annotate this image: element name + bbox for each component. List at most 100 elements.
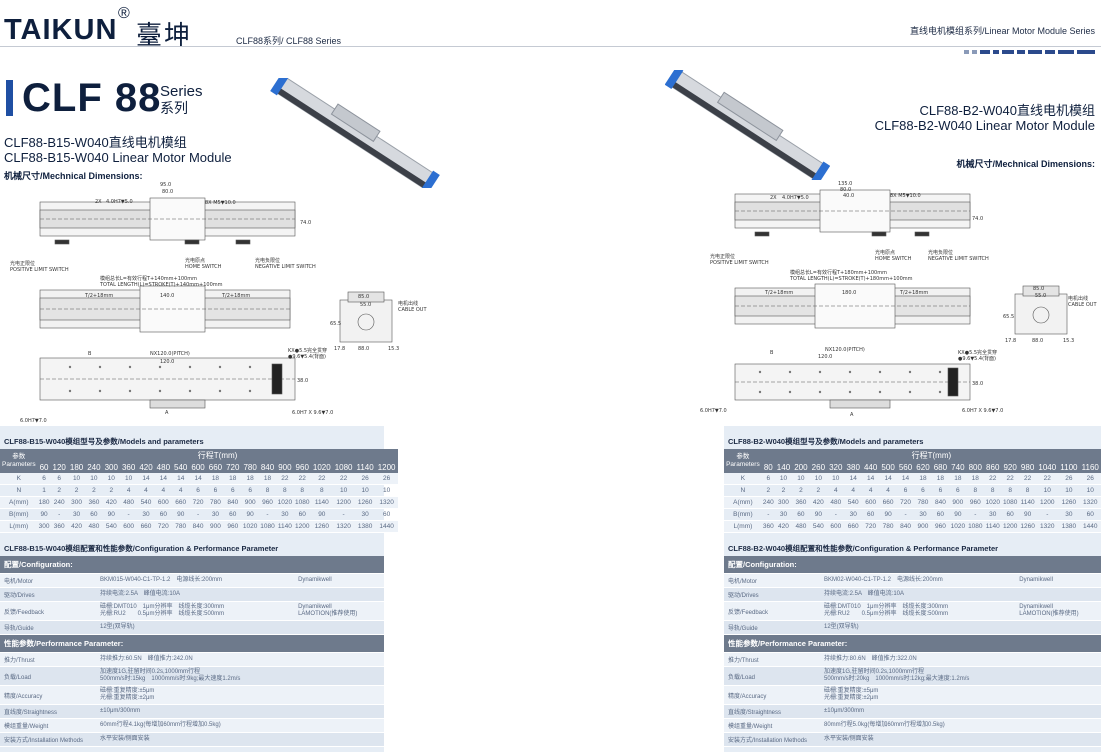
table-cell: 420 [67, 520, 86, 533]
config-brand [294, 704, 384, 719]
config-key: 导轨/Guide [0, 620, 96, 635]
stroke-cell: 320 [827, 462, 845, 473]
table-cell: 30 [276, 508, 294, 521]
corner-hole-label: 6.0H7▼7.0 [20, 418, 47, 424]
side-height-label: 38.0 [972, 381, 983, 387]
stroke-cell: 1200 [375, 462, 398, 473]
table-cell: 660 [844, 520, 862, 533]
table-cell: 10 [1036, 484, 1059, 497]
table-cell: 360 [792, 496, 810, 509]
table-cell: 1200 [1036, 496, 1059, 509]
table-cell: 780 [879, 520, 897, 533]
table-cell: 30 [206, 508, 225, 521]
table-cell: 540 [102, 520, 120, 533]
stroke-cell: 240 [85, 462, 103, 473]
table-cell: 420 [102, 496, 120, 509]
table-cell: 1320 [1079, 496, 1101, 509]
stroke-cell: 480 [154, 462, 173, 473]
stroke-cell: 620 [914, 462, 932, 473]
row-label: L(mm) [724, 520, 762, 533]
table-cell: 300 [37, 520, 51, 533]
brand-logo: TAIKUN [4, 14, 118, 46]
table-cell: 1380 [1058, 520, 1080, 533]
table-cell: 14 [154, 473, 173, 485]
table-cell: 22 [1001, 473, 1019, 485]
config-brand [294, 666, 384, 686]
table-cell: 6 [241, 484, 259, 497]
stroke-cell: 1040 [1036, 462, 1059, 473]
dim-95: 95.0 [160, 182, 171, 188]
table-cell: - [189, 508, 207, 521]
registered-mark: ® [118, 5, 130, 22]
table-cell: 14 [137, 473, 155, 485]
stroke-cell: 800 [966, 462, 985, 473]
config-value: 12型(双导轨) [96, 620, 295, 635]
table-cell: 1140 [310, 496, 333, 509]
right-models-title: CLF88-B2-W040模组型号及参数/Models and paramete… [728, 437, 924, 446]
table-cell: 1260 [354, 496, 376, 509]
config-key: 直线度/Straightness [0, 704, 96, 719]
stroke-cell: 980 [1018, 462, 1037, 473]
right-model-title-cn: CLF88-B2-W040直线电机模组 [919, 103, 1095, 118]
config-key: 反馈/Feedback [0, 601, 96, 621]
row-label: K [724, 473, 762, 485]
config-brand [1015, 620, 1101, 635]
config-brand: Dynamikwell [294, 573, 384, 588]
stroke-cell: 60 [37, 462, 51, 473]
config-row: 直线度/Straightness±10μm/300mm [0, 704, 384, 719]
config-key: 直线度/Straightness [724, 704, 820, 719]
table-cell: 1020 [276, 496, 294, 509]
table-cell: 420 [774, 520, 793, 533]
table-cell: 240 [761, 496, 775, 509]
decorative-blocks [964, 50, 1095, 54]
t2-left: T/2+18mm [84, 293, 113, 299]
table-cell: 6 [761, 473, 775, 485]
table-cell: 4 [827, 484, 845, 497]
right-product-image [665, 70, 830, 180]
stroke-cell: 900 [276, 462, 294, 473]
table-cell: 26 [375, 473, 398, 485]
table-cell: 10 [375, 484, 398, 497]
series-label-cn: 系列 [160, 100, 188, 116]
stroke-cell: 360 [119, 462, 138, 473]
table-cell: 60 [154, 508, 173, 521]
row-label: A(mm) [724, 496, 762, 509]
dim-135: 135.0 [838, 181, 852, 187]
table-cell: 4 [119, 484, 138, 497]
table-cell: 90 [1018, 508, 1037, 521]
side-15: 15.3 [388, 346, 399, 352]
table-cell: 4 [861, 484, 880, 497]
config-value: 磁栅:重复精度:±5μm 光栅:重复精度:±2μm [96, 685, 295, 705]
config-key: 负载/Load [0, 666, 96, 686]
config-brand [294, 587, 384, 602]
table-cell: - [761, 508, 775, 521]
table-cell: 8 [276, 484, 294, 497]
stroke-header: 行程T(mm) [37, 449, 398, 462]
table-cell: 540 [137, 496, 155, 509]
table-cell: 8 [1018, 484, 1037, 497]
pitch-label: NX120.0(PITCH) [150, 351, 190, 357]
table-cell: 1200 [293, 520, 311, 533]
k-holes-label: KX●5.5完全贯穿●9.6▼5.4(背面) [288, 347, 327, 360]
title-accent-bar [6, 80, 13, 116]
table-cell: - [827, 508, 845, 521]
config-brand [1015, 685, 1101, 705]
t2-right: T/2+18mm [899, 290, 928, 296]
stroke-cell: 960 [293, 462, 311, 473]
table-cell: 10 [774, 473, 793, 485]
series-big-title: CLF 88 [22, 76, 162, 120]
table-cell: 14 [879, 473, 897, 485]
config-value: BKM02-W040-C1-TP-1.2 电源线长:200mm [820, 573, 1016, 588]
stroke-cell: 380 [844, 462, 862, 473]
